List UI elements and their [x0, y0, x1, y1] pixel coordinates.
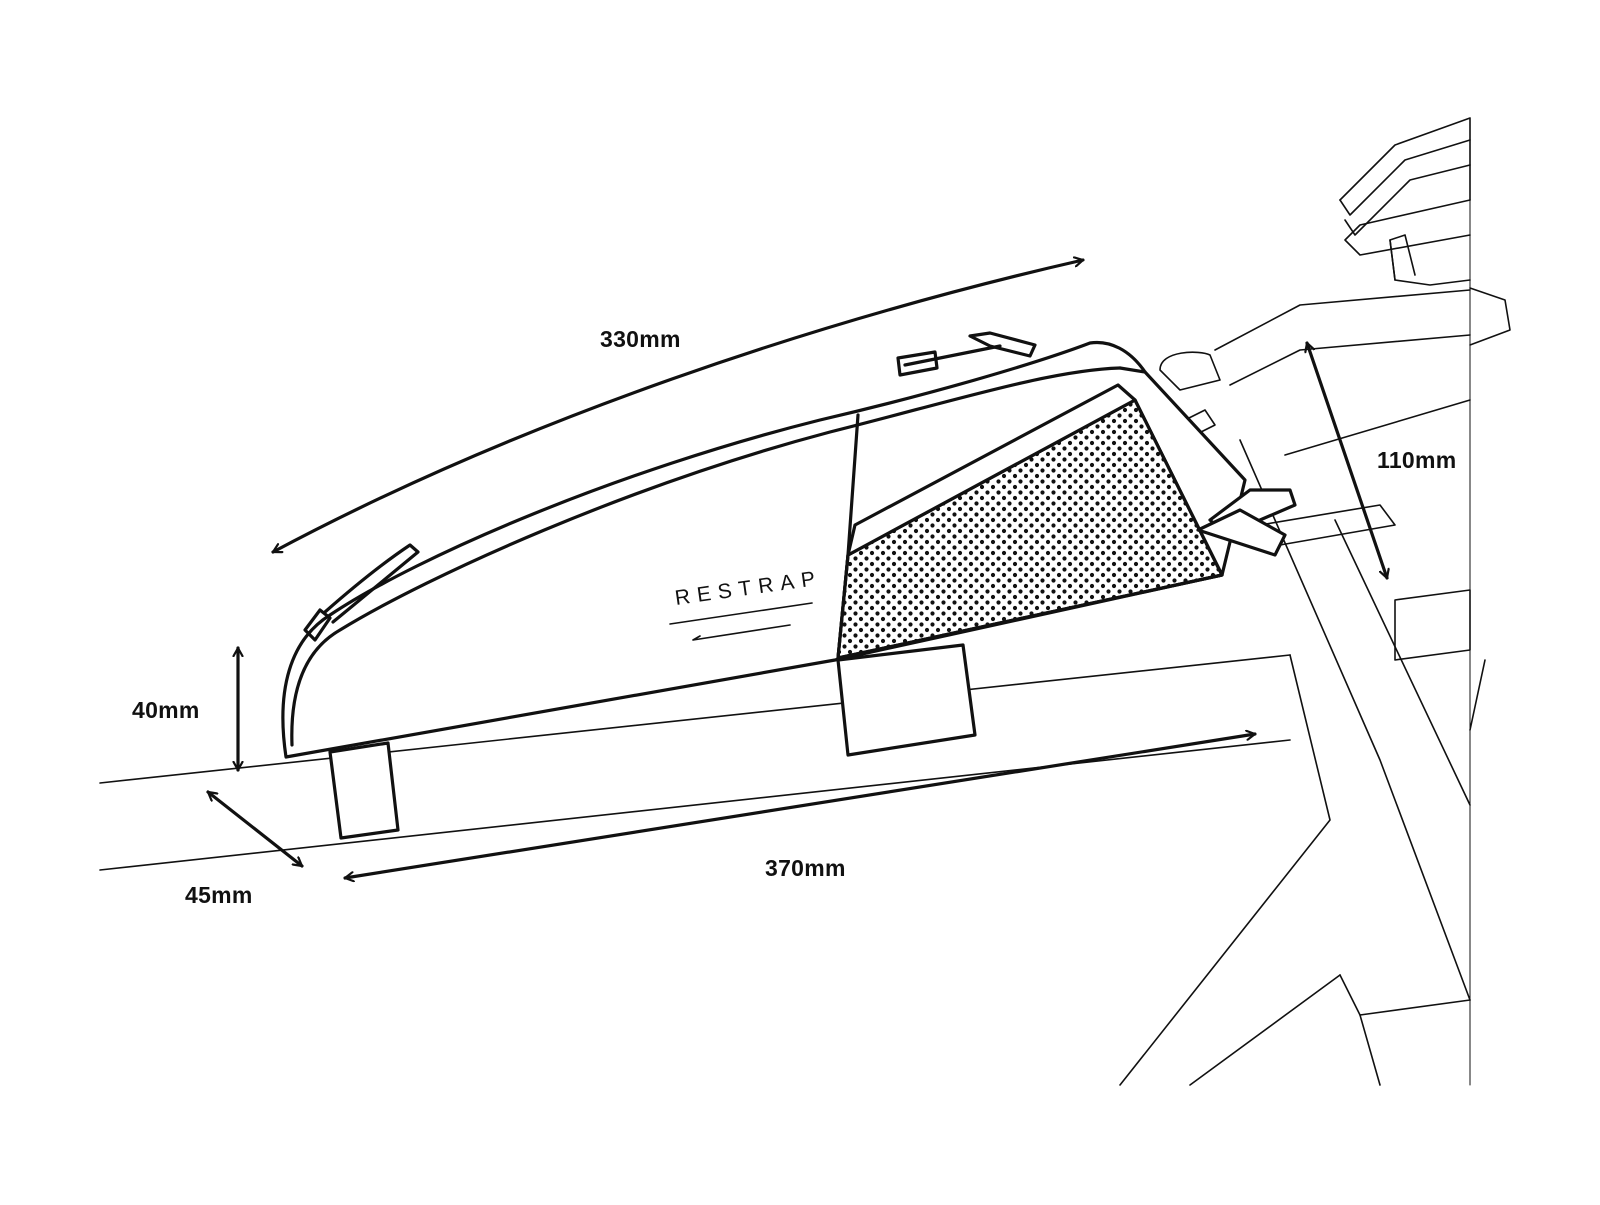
arrow-length-top: [271, 260, 1085, 554]
handlebar-mount: [1339, 117, 1471, 201]
top-tube: [99, 654, 1291, 784]
zipper-front: [968, 331, 1037, 358]
brand-underline: [669, 602, 813, 625]
zipper-rear: [303, 608, 332, 642]
label-height-front: 110mm: [1377, 447, 1457, 473]
label-length-base: 370mm: [765, 855, 846, 881]
arrow-height-front: [1307, 341, 1387, 580]
brand-needle: [692, 624, 791, 641]
arrow-length-base: [343, 734, 1257, 878]
arrow-width: [206, 790, 304, 868]
stem: [1214, 289, 1471, 351]
label-length-top: 330mm: [600, 326, 681, 352]
strap-front: [836, 643, 977, 757]
steerer-cap: [1344, 199, 1471, 256]
top-tube-lower-edge: [99, 739, 1291, 871]
head-tube: [1334, 519, 1471, 806]
down-tube: [1119, 654, 1331, 1086]
strap-rear: [328, 741, 400, 840]
dimension-arrows: [206, 260, 1387, 878]
label-height-rear: 40mm: [132, 697, 200, 723]
label-width: 45mm: [185, 882, 253, 908]
